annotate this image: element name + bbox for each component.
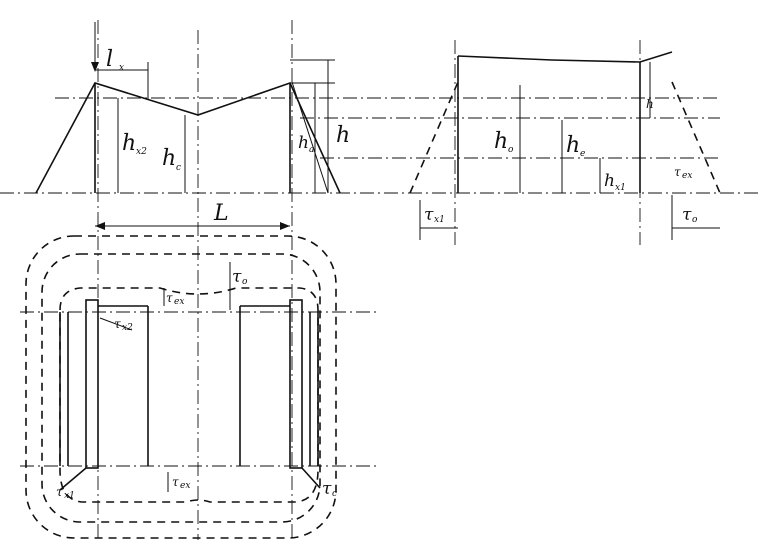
labels: l x h x2 h c h a h L h o h e h x1 h τ x1…	[56, 47, 698, 501]
top-arrow-head	[91, 62, 99, 72]
L-arrow-right	[280, 222, 290, 230]
top-right-block	[409, 51, 721, 240]
label-tau-c-sub: c	[332, 489, 337, 499]
profile-outline	[35, 82, 341, 194]
label-tau-c: τ	[322, 479, 332, 499]
middle-contour	[41, 253, 321, 523]
label-hx2-sub: x2	[136, 147, 147, 157]
tau-x2-leader	[99, 317, 133, 331]
label-h: h	[336, 123, 350, 148]
label-lx-sub: x	[119, 63, 124, 73]
label-h-right: h	[646, 97, 654, 111]
label-hc-sub: c	[176, 163, 181, 173]
label-hc: h	[162, 146, 176, 171]
label-ha-sub: a	[309, 145, 314, 155]
label-tau-ex-bottom-sub: ex	[180, 481, 190, 491]
label-tau-o-bottom: τ	[232, 267, 242, 287]
label-hx2: h	[122, 131, 136, 156]
ha-slope-line	[291, 81, 329, 194]
label-tau-x1-left-sub: x1	[64, 491, 75, 501]
label-ha: h	[298, 133, 309, 153]
L-arrow-left	[95, 222, 105, 230]
label-tau-ex-bottom: τ	[172, 475, 179, 489]
label-h0: h	[494, 129, 508, 154]
label-tau-ex-right: τ	[674, 165, 681, 179]
label-tau-o-right: τ	[682, 205, 692, 225]
label-tau-x1-left: τ	[56, 485, 63, 499]
label-tau-x1-right: τ	[424, 205, 434, 225]
outer-contour	[25, 235, 337, 539]
label-tau-ex-right-sub: ex	[682, 171, 692, 181]
label-tau-x2-sub: x2	[122, 323, 133, 333]
core-left-leg	[85, 299, 99, 469]
block-left-slope	[409, 81, 459, 194]
label-lx: l	[106, 47, 113, 72]
label-hx1: h	[604, 171, 615, 191]
label-L: L	[213, 201, 229, 226]
label-tau-ex-top-sub: ex	[174, 297, 184, 307]
corner-left-diagonal	[59, 467, 87, 491]
label-he-sub: e	[580, 149, 585, 159]
label-h0-sub: o	[508, 145, 514, 155]
label-tau-o-right-sub: o	[692, 215, 698, 225]
top-left-profile	[35, 22, 341, 230]
label-hx1-sub: x1	[615, 183, 626, 193]
label-tau-x2: τ	[114, 317, 121, 331]
label-tau-o-bottom-sub: o	[242, 277, 248, 287]
label-he: h	[566, 133, 580, 158]
block-right-slope	[671, 81, 721, 194]
label-tau-ex-top: τ	[166, 291, 173, 305]
block-top-edge	[457, 51, 673, 63]
core-right-leg	[289, 299, 303, 469]
label-tau-x1-right-sub: x1	[434, 215, 445, 225]
corner-right-diagonal	[301, 467, 321, 489]
bottom-window	[25, 235, 337, 539]
